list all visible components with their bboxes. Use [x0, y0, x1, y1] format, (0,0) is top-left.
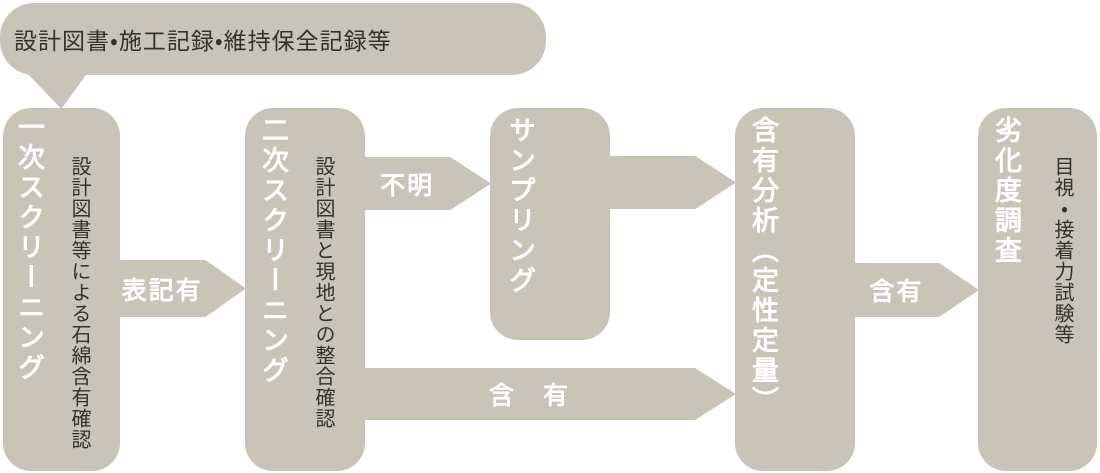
- arrow-sampling-to-analysis: [609, 156, 736, 209]
- secondary-screening-title: 二次スクリーニング: [258, 116, 288, 386]
- deterioration-survey-subtitle: 目視・接着力試験等: [1051, 156, 1073, 345]
- arrow-contains-label: 含有: [869, 278, 924, 306]
- arrow-contains: 含有: [854, 263, 979, 317]
- source-documents-label: 設計図書・施工記録・維持保全記録等: [14, 28, 392, 54]
- source-documents-bubble: 設計図書・施工記録・維持保全記録等: [0, 3, 546, 75]
- box-deterioration-survey: 劣化度調査 目視・接着力試験等: [978, 108, 1097, 471]
- arrow-notation-exists: 表記有: [119, 260, 246, 317]
- box-secondary-screening: 二次スクリーニング 設計図書と現地との整合確認: [245, 108, 365, 471]
- arrow-unknown: 不明: [364, 157, 491, 210]
- sampling-title: サンプリング: [505, 116, 535, 296]
- primary-screening-title: 一次スクリーニング: [14, 113, 44, 383]
- content-analysis-title: 含有分析（定性定量）: [748, 116, 778, 416]
- primary-screening-subtitle: 設計図書等による石綿含有確認: [68, 156, 90, 450]
- arrow-notation-exists-label: 表記有: [121, 276, 203, 305]
- box-sampling: サンプリング: [490, 108, 610, 340]
- deterioration-survey-title: 劣化度調査: [991, 116, 1021, 266]
- box-primary-screening: 一次スクリーニング 設計図書等による石綿含有確認: [3, 108, 120, 471]
- arrow-contains-long: 含 有: [364, 368, 736, 420]
- arrow-contains-long-label: 含 有: [489, 382, 571, 410]
- box-content-analysis: 含有分析（定性定量）: [735, 108, 855, 471]
- bubble-tail-pointer: [26, 72, 88, 109]
- arrow-unknown-label: 不明: [380, 171, 435, 200]
- secondary-screening-subtitle: 設計図書と現地との整合確認: [312, 156, 334, 429]
